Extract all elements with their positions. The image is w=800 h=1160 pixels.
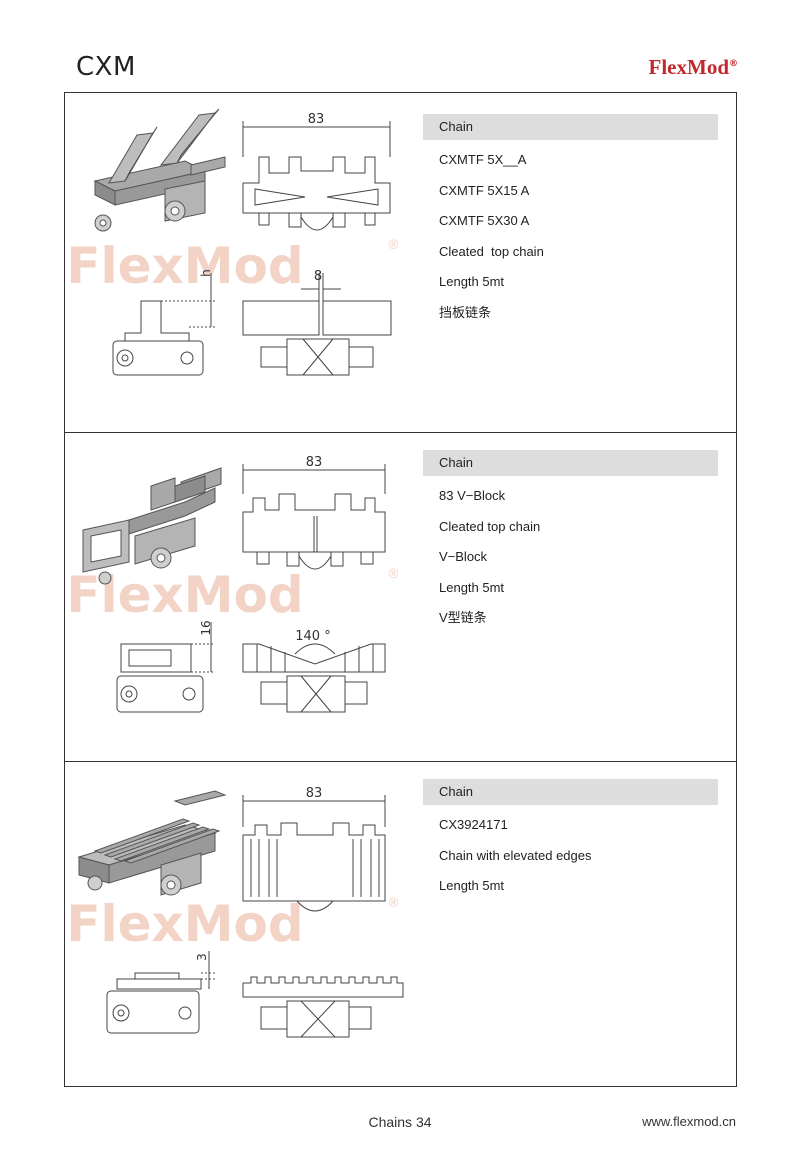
watermark: FlexMod [66,237,303,295]
watermark-mark: ® [387,238,400,253]
top-view [242,795,386,912]
footer-page-label: Chains 34 [368,1114,432,1130]
side-view [116,622,215,713]
spec-header: Chain [423,450,718,476]
spec-header: Chain [423,779,718,805]
brand-name: FlexMod [648,55,729,79]
top-view [242,121,391,231]
catalog-frame: FlexMod ® [64,92,737,1087]
brand-logo: FlexMod® [649,55,738,80]
spec-item-model-a: CXMTF 5X__A [439,152,527,167]
dim-height-label: h [199,269,213,277]
page-code: CXM [76,52,136,82]
drawing-cleated-chain: FlexMod ® [66,108,400,376]
iso-view [93,108,226,232]
dim-width-label: 83 [306,455,323,470]
spec-item-model: CX3924171 [439,817,508,832]
dim-gap-label: 8 [314,269,322,284]
dim-height-label: 3 [195,953,209,961]
drawing-elevated-edge-chain: FlexMod ® [66,786,404,1038]
watermark-mark: ® [387,896,400,911]
iso-view [82,467,222,585]
spec-item-type: Cleated top chain [439,518,541,534]
spec-item-chinese: 挡板链条 [439,304,492,320]
section-divider [65,432,736,433]
dim-angle-label: 140 ° [295,629,330,644]
spec-item-length: Length 5mt [439,878,505,893]
spec-item-block: V−Block [439,549,488,564]
front-view [242,273,392,376]
spec-list: CXMTF 5X__A CXMTF 5X15 A CXMTF 5X30 A Cl… [439,150,544,333]
watermark: FlexMod [66,895,303,953]
spec-list: 83 V−Block Cleated top chain V−Block Len… [439,486,540,639]
side-view [112,273,215,376]
side-view [106,951,215,1034]
dim-height-label: 16 [199,620,213,635]
spec-item-model: 83 V−Block [439,488,506,503]
footer-url[interactable]: www.flexmod.cn [642,1114,736,1129]
brand-registered-mark: ® [729,59,738,69]
dim-width-label: 83 [306,786,323,801]
spec-item-length: Length 5mt [439,274,505,289]
watermark-mark: ® [387,567,400,582]
spec-list: CX3924171 Chain with elevated edges Leng… [439,815,592,907]
drawing-v-block-chain: FlexMod ® [66,455,400,713]
spec-item-model-15: CXMTF 5X15 A [439,182,530,198]
section-cleated-chain: FlexMod ® [65,93,736,432]
spec-item-type: Chain with elevated edges [439,847,592,863]
front-view [242,976,404,1038]
section-v-block-chain: FlexMod ® [65,432,736,761]
spec-item-model-30: CXMTF 5X30 A [439,213,530,228]
top-view [242,464,386,570]
spec-item-length: Length 5mt [439,579,505,595]
spec-item-type: Cleated top chain [439,243,544,259]
spec-header: Chain [423,114,718,140]
section-elevated-edge-chain: FlexMod ® [65,761,736,1086]
section-divider [65,761,736,762]
iso-view [77,790,227,896]
dim-width-label: 83 [308,112,325,127]
spec-item-chinese: V型链条 [439,610,487,625]
front-view [242,643,386,713]
